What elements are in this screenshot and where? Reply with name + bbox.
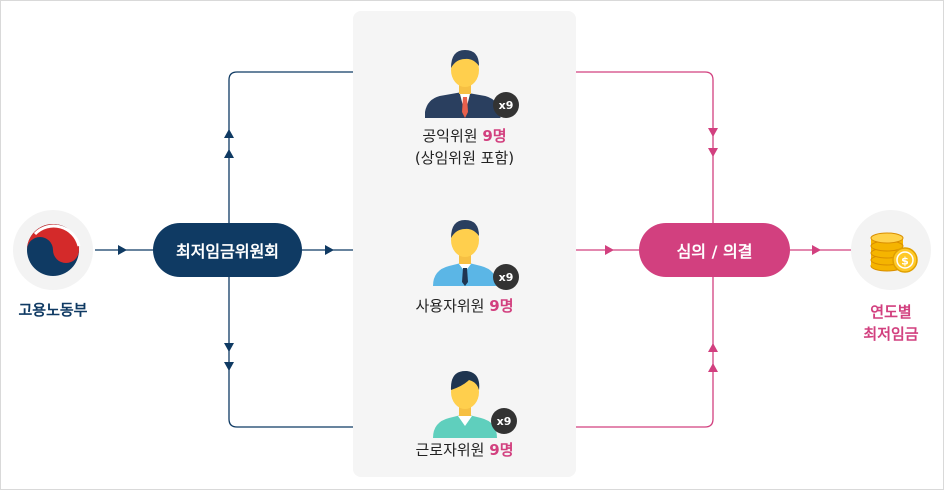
member-note: (상임위원 포함) — [414, 149, 515, 167]
result-circle: $ — [851, 210, 931, 290]
member-count: 9명 — [489, 441, 514, 459]
employer-member-label: 사용자위원 9명 — [353, 295, 576, 317]
person-icon — [433, 220, 497, 286]
committee-label: 최저임금위원회 — [175, 242, 280, 261]
result-line1: 연도별 — [870, 303, 912, 321]
arrow-down-icon — [224, 362, 234, 371]
arrow-right-icon — [118, 245, 127, 255]
government-emblem-icon — [27, 224, 81, 276]
committee-pill: 최저임금위원회 — [153, 223, 302, 277]
person-icon — [424, 50, 501, 118]
arrow-up-icon — [224, 149, 234, 158]
arrow-down-icon — [224, 343, 234, 352]
arrow-down-icon — [708, 128, 718, 137]
result-line2: 최저임금 — [863, 325, 919, 343]
member-count-badge: x9 — [493, 264, 519, 290]
org-label: 고용노동부 — [18, 301, 88, 319]
public-member-figure: x9 — [424, 42, 525, 122]
member-name: 사용자위원 — [415, 297, 485, 315]
member-name: 근로자위원 — [415, 441, 485, 459]
worker-member-label: 근로자위원 9명 — [353, 439, 576, 461]
org-circle — [13, 210, 93, 290]
arrow-right-icon — [605, 245, 614, 255]
member-count: 9명 — [482, 127, 507, 145]
arrow-right-icon — [325, 245, 334, 255]
result-label: 연도별 최저임금 — [830, 301, 944, 345]
deliberation-label: 심의 / 의결 — [676, 242, 753, 261]
arrow-up-icon — [224, 129, 234, 138]
arrow-up-icon — [708, 363, 718, 372]
employer-member-figure: x9 — [425, 212, 525, 292]
member-count: 9명 — [489, 297, 514, 315]
coin-stack-icon: $ — [870, 232, 918, 273]
svg-text:$: $ — [901, 255, 909, 268]
public-member-label: 공익위원 9명 (상임위원 포함) — [353, 125, 576, 169]
member-count-badge: x9 — [491, 408, 517, 434]
arrow-down-icon — [708, 148, 718, 157]
member-count-badge: x9 — [493, 92, 519, 118]
deliberation-pill: 심의 / 의결 — [639, 223, 790, 277]
worker-member-figure: x9 — [425, 364, 525, 444]
person-icon — [433, 370, 497, 438]
member-name: 공익위원 — [422, 127, 478, 145]
arrow-right-icon — [812, 245, 821, 255]
arrow-up-icon — [708, 343, 718, 352]
